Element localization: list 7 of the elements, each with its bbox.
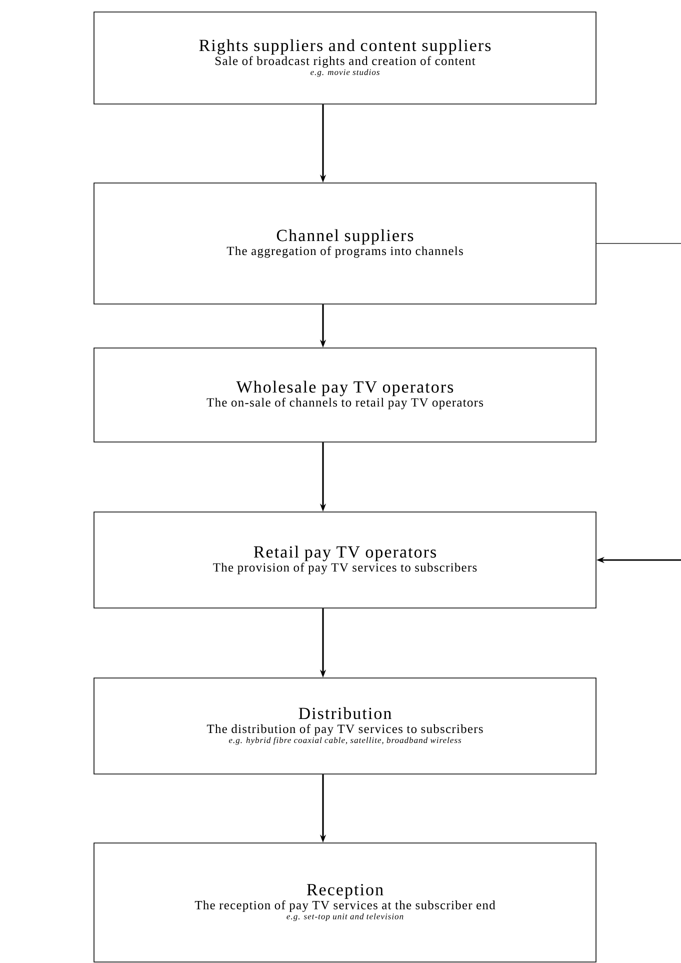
process-box: Wholesale pay TV operators The on-sale of channels to retail pay TV operators bbox=[94, 348, 596, 442]
line bbox=[596, 243, 681, 244]
process-box: Channel suppliers The aggregation of programs into channels bbox=[94, 182, 596, 304]
process-box: Distribution The distribution of pay TV services to subscribers e.g. hybrid fibre coaxial cable, satellite, broadband wireless bbox=[94, 678, 596, 774]
process-box: Reception The reception of pay TV services at the subscriber end e.g. set-top unit and television bbox=[94, 842, 596, 962]
process-box: Rights suppliers and content suppliers Sale of broadcast rights and creation of content e.g. movie studios bbox=[94, 12, 596, 104]
process-box: Retail pay TV operators The provision of pay TV services to subscribers bbox=[94, 512, 596, 608]
